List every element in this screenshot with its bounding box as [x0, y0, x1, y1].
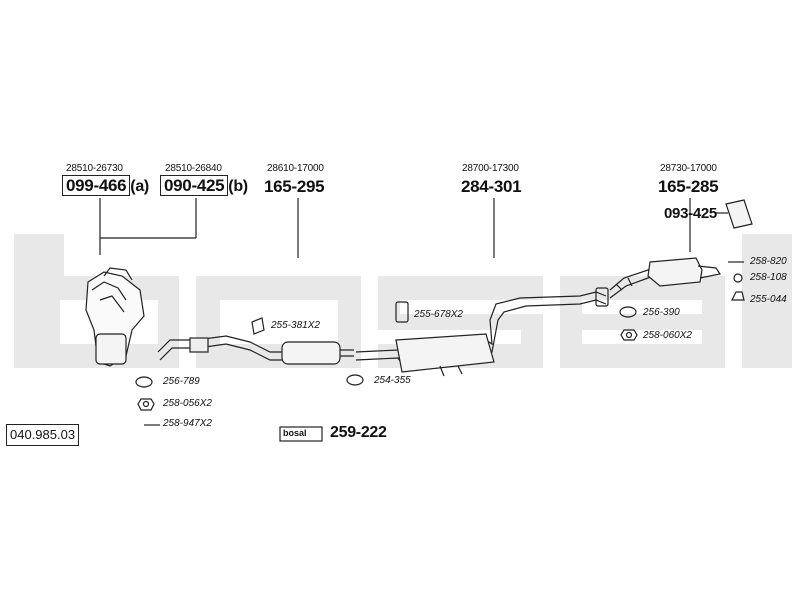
small-part-label[interactable]: 258-947X2	[163, 418, 212, 429]
part-cat2[interactable]: 090-425(b)	[160, 175, 248, 196]
part-rear-silencer[interactable]: 165-285	[658, 177, 719, 196]
small-part-label[interactable]: 255-381X2	[271, 320, 320, 331]
small-part-label[interactable]: 255-044	[750, 294, 787, 305]
oe-number-cat2: 28510-26840	[165, 163, 222, 174]
small-part-label[interactable]: 254-355	[374, 375, 411, 386]
oe-number-middle-silencer: 28700-17300	[462, 163, 519, 174]
bosal-kit-logo: bosal	[283, 428, 307, 438]
oe-number-front-pipe: 28610-17000	[267, 163, 324, 174]
small-part-label[interactable]: 258-060X2	[643, 330, 692, 341]
oe-number-rear-silencer: 28730-17000	[660, 163, 717, 174]
small-part-label[interactable]: 255-678X2	[414, 309, 463, 320]
small-part-label[interactable]: 256-789	[163, 376, 200, 387]
part-heat-shield[interactable]: 093-425	[664, 205, 717, 222]
part-middle-silencer[interactable]: 284-301	[461, 177, 522, 196]
catalog-number: 040.985.03	[6, 424, 80, 446]
oe-number-cat1: 28510-26730	[66, 163, 123, 174]
part-assembly-kit[interactable]: 259-222	[330, 424, 387, 441]
small-part-label[interactable]: 258-108	[750, 272, 787, 283]
small-part-label[interactable]: 256-390	[643, 307, 680, 318]
part-cat1[interactable]: 099-466(a)	[62, 175, 149, 196]
small-part-label[interactable]: 258-056X2	[163, 398, 212, 409]
small-part-label[interactable]: 258-820	[750, 256, 787, 267]
part-front-pipe[interactable]: 165-295	[264, 177, 325, 196]
